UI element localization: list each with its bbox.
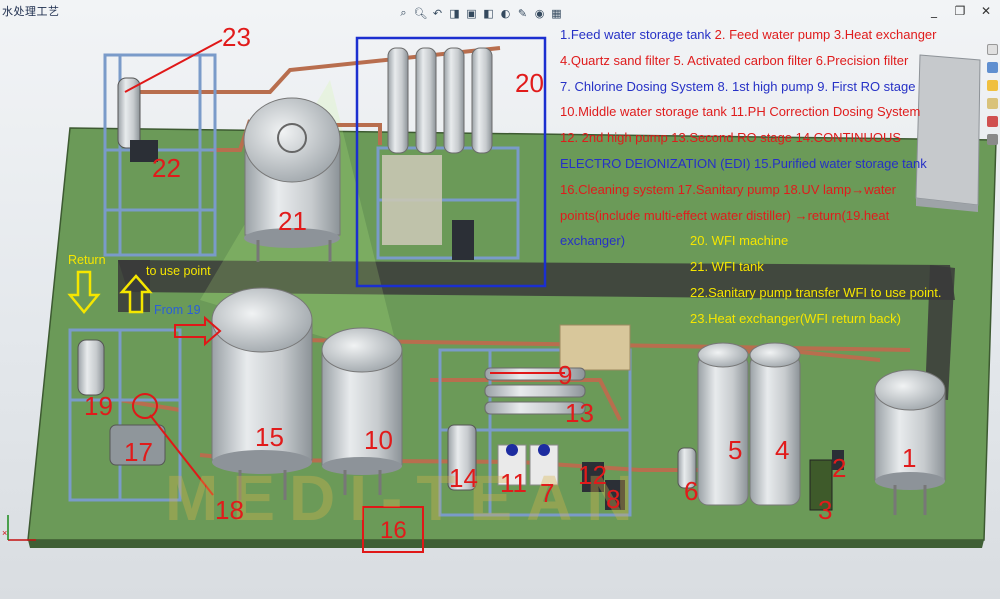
label-4: 4 [775, 435, 790, 465]
heat-exchanger-23 [117, 77, 141, 149]
wfi-tank-21 [243, 97, 341, 262]
legend-line-7: 16.Cleaning system 17.Sanitary pump 18.U… [560, 181, 896, 197]
distiller-columns [387, 47, 493, 154]
cleaning-system-16-box [362, 506, 424, 553]
section-view-icon[interactable]: ◨ [449, 6, 460, 20]
purified-water-tank-15 [211, 287, 313, 500]
legend-line-2: 4.Quartz sand filter 5. Activated carbon… [560, 52, 813, 68]
close-button[interactable]: ✕ [980, 4, 992, 18]
label-20: 20 [515, 68, 544, 98]
custom-properties-icon[interactable] [987, 134, 998, 145]
zoom-area-icon[interactable]: 🔍︎ [413, 6, 428, 20]
label-11: 11 [500, 468, 527, 498]
annotation-to-use-point: to use point [146, 264, 211, 278]
legend-line-8: points(include multi-effect water distil… [560, 207, 890, 223]
view-toolbar: ⌕ 🔍︎ ↶ ◨ ▣ ◧ ◐ ✎ ◉ ▦ [396, 3, 564, 23]
view-settings-icon[interactable]: ▦ [551, 6, 562, 20]
sand-filter-4 [749, 342, 801, 506]
legend-line-11: 21. WFI tank [690, 259, 764, 275]
walkway-loop [118, 260, 955, 300]
label-9: 9 [558, 360, 573, 390]
window-controls: _ ❐ ✕ [926, 4, 994, 18]
label-10: 10 [364, 425, 393, 455]
label-14: 14 [449, 463, 478, 493]
watermark: MEDI-TEAN [165, 462, 647, 534]
task-pane-tabs [987, 44, 998, 145]
scene-icon[interactable]: ◉ [534, 6, 545, 20]
display-style-icon[interactable]: ◧ [483, 6, 494, 20]
annotation-return: Return [68, 253, 106, 267]
uv-lamp-18-marker [132, 393, 158, 419]
return-arrow [67, 270, 101, 314]
label-21: 21 [278, 206, 307, 236]
hide-show-icon[interactable]: ◐ [500, 6, 511, 20]
legend-line-1: 1.Feed water storage tank [560, 27, 712, 42]
label-23: 23 [222, 22, 251, 52]
ro-membranes [484, 367, 586, 415]
legend-text: 1.Feed water storage tank 2. Feed water … [560, 22, 942, 332]
legend-line-1b: 2. Feed water pump 3.Heat exchanger [711, 27, 937, 42]
unit-17-19-frame [68, 328, 182, 502]
label-12: 12 [578, 460, 607, 490]
legend-line-2b: 6.Precision filter [812, 52, 909, 68]
legend-line-5: 12. 2nd high pump 13.Second RO stage 14.… [560, 130, 902, 146]
pump-12 [582, 462, 604, 492]
to-use-point-arrow [119, 274, 153, 314]
middle-water-tank-10 [321, 327, 403, 495]
label-13: 13 [565, 398, 594, 428]
label-3: 3 [818, 495, 833, 525]
carbon-filter-5 [697, 342, 749, 506]
heat-exchanger-19 [77, 339, 105, 396]
label-5: 5 [728, 435, 743, 465]
legend-line-4: 10.Middle water storage tank 11.PH Corre… [560, 104, 921, 120]
label-19: 19 [84, 391, 113, 421]
legend-line-13: 23.Heat exchanger(WFI return back) [690, 310, 901, 326]
label-2: 2 [832, 453, 847, 483]
file-explorer-icon[interactable] [987, 80, 998, 91]
label-6: 6 [684, 476, 699, 506]
appearances-icon[interactable] [987, 116, 998, 127]
wfi-machine-20-outline [355, 36, 547, 288]
minimize-button[interactable]: _ [931, 4, 937, 18]
legend-line-10: 20. WFI machine [690, 233, 789, 249]
feed-water-tank-1 [874, 369, 946, 515]
view-orientation-icon[interactable]: ▣ [466, 6, 477, 20]
heat-exchanger-3 [809, 459, 833, 511]
floor-plate-edge [28, 540, 984, 548]
label-8: 8 [606, 484, 621, 514]
pump-2 [832, 450, 844, 470]
edit-appearance-icon[interactable]: ✎ [517, 6, 528, 20]
sanitary-pump-17 [109, 424, 166, 466]
leader-23 [124, 39, 223, 93]
label-18: 18 [215, 495, 244, 525]
previous-view-icon[interactable]: ↶ [432, 6, 443, 20]
flow-arrow-from19 [174, 315, 222, 347]
legend-line-6: ELECTRO DEIONIZATION (EDI) 15.Purified w… [560, 155, 927, 171]
legend-line-9: exchanger) [560, 233, 626, 249]
label-15: 15 [255, 422, 284, 452]
restore-button[interactable]: ❐ [954, 4, 966, 18]
zoom-to-fit-icon[interactable]: ⌕ [400, 6, 407, 19]
annotation-from-19: From 19 [154, 303, 201, 317]
legend-line-12: 22.Sanitary pump transfer WFI to use poi… [690, 284, 942, 300]
parts-library-icon[interactable] [987, 62, 998, 73]
precision-filter-6 [677, 447, 697, 489]
pump-8 [605, 480, 625, 510]
coordinate-triad-icon: × [2, 528, 8, 538]
pump-22 [130, 140, 158, 162]
legend-line-3: 7. Chlorine Dosing System 8. 1st high pu… [560, 78, 916, 94]
app-title: 水处理工艺 [2, 5, 60, 18]
label-16: 16 [380, 517, 407, 544]
label-22: 22 [152, 153, 181, 183]
label-7: 7 [540, 478, 555, 508]
home-icon[interactable] [987, 44, 998, 55]
label-1: 1 [902, 443, 917, 473]
label-17: 17 [124, 437, 153, 467]
edi-14 [447, 424, 477, 491]
view-palette-icon[interactable] [987, 98, 998, 109]
